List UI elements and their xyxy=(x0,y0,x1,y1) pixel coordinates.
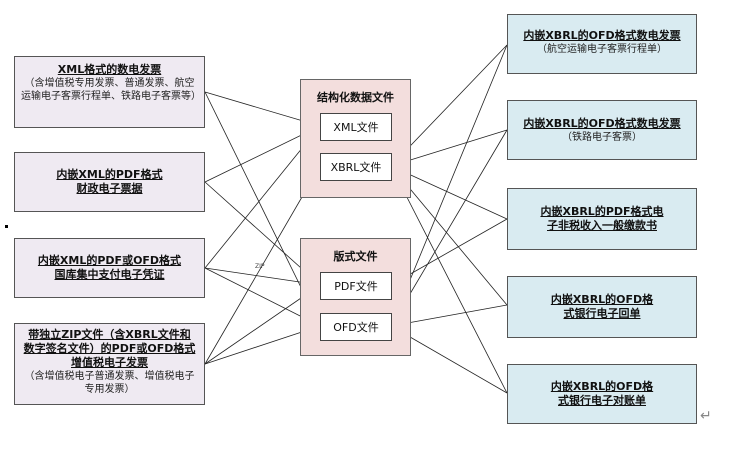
bullet-dot xyxy=(5,225,8,228)
right-box-title: 内嵌XBRL的OFD格式银行电子对账单 xyxy=(550,380,654,407)
right-box-flight-invoice: 内嵌XBRL的OFD格式数电发票 （航空运输电子客票行程单） xyxy=(507,14,697,74)
link-l4-xbrl xyxy=(204,165,321,365)
group-structured-data: 结构化数据文件 XML文件 XBRL文件 xyxy=(300,79,411,198)
left-box-fiscal-bill: 内嵌XML的PDF格式财政电子票据 xyxy=(14,152,205,212)
left-box-vat-invoice: 带独立ZIP文件（含XBRL文件和数字签名文件）的PDF或OFD格式增值税电子发… xyxy=(14,323,205,405)
right-box-rail-invoice: 内嵌XBRL的OFD格式数电发票 （铁路电子客票） xyxy=(507,100,697,160)
right-box-title: 内嵌XBRL的OFD格式银行电子回单 xyxy=(550,293,654,320)
return-mark: ↵ xyxy=(700,408,712,424)
group-title: 结构化数据文件 xyxy=(317,91,394,104)
group-title: 版式文件 xyxy=(333,250,378,263)
left-box-subtitle: （含增值税电子普通发票、增值税电子专用发票） xyxy=(24,371,195,395)
zip-label: ZIP xyxy=(255,263,265,270)
node-xml-file: XML文件 xyxy=(320,113,392,141)
right-box-title: 内嵌XBRL的OFD格式数电发票 xyxy=(523,117,681,130)
node-xbrl-file: XBRL文件 xyxy=(320,153,392,181)
right-box-nontax-payment: 内嵌XBRL的PDF格式电子非税收入一般缴款书 xyxy=(507,188,697,250)
left-box-title: XML格式的数电发票 xyxy=(57,63,162,76)
left-box-treasury-voucher: 内嵌XML的PDF或OFD格式国库集中支付电子凭证 xyxy=(14,238,205,298)
node-pdf-file: PDF文件 xyxy=(320,272,392,300)
right-box-title: 内嵌XBRL的PDF格式电子非税收入一般缴款书 xyxy=(540,205,664,232)
right-box-bank-statement: 内嵌XBRL的OFD格式银行电子对账单 xyxy=(507,364,697,424)
group-layout-file: 版式文件 PDF文件 OFD文件 xyxy=(300,238,411,356)
left-box-subtitle: （含增值税专用发票、普通发票、航空运输电子客票行程单、铁路电子客票等） xyxy=(21,78,201,102)
right-box-title: 内嵌XBRL的OFD格式数电发票 xyxy=(523,29,681,42)
link-xbrl-r5 xyxy=(390,165,508,394)
right-box-subtitle: （航空运输电子客票行程单） xyxy=(537,44,667,55)
node-ofd-file: OFD文件 xyxy=(320,313,392,341)
right-box-bank-receipt: 内嵌XBRL的OFD格式银行电子回单 xyxy=(507,276,697,338)
left-box-title: 内嵌XML的PDF或OFD格式国库集中支付电子凭证 xyxy=(37,254,182,281)
left-box-title: 内嵌XML的PDF格式财政电子票据 xyxy=(56,168,163,195)
left-box-xml-invoice: XML格式的数电发票 （含增值税专用发票、普通发票、航空运输电子客票行程单、铁路… xyxy=(14,56,205,128)
right-box-subtitle: （铁路电子客票） xyxy=(562,132,642,143)
left-box-title: 带独立ZIP文件（含XBRL文件和数字签名文件）的PDF或OFD格式增值税电子发… xyxy=(23,328,196,369)
